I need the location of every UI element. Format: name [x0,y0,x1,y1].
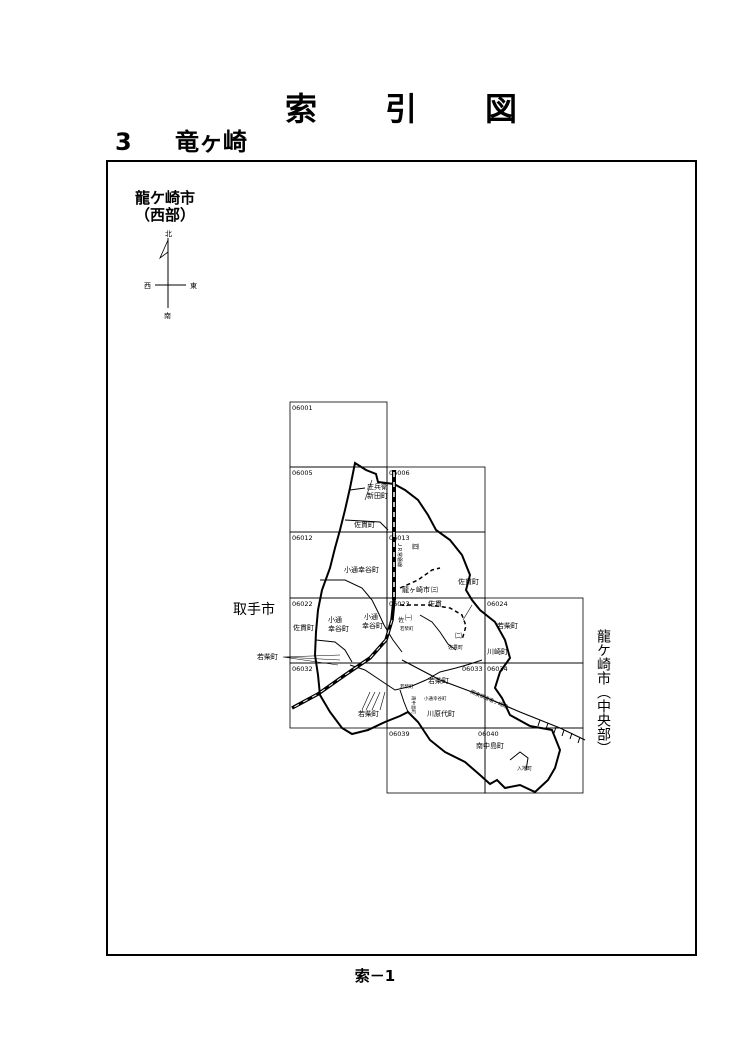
section-number: 3 [115,128,132,156]
city-west-line2: （西部） [135,206,196,224]
city-boundary [313,461,562,794]
label-wakashiba-small: 若柴町 [400,625,414,632]
section-name: 竜ヶ崎 [175,128,247,156]
compass-south: 南 [164,311,171,320]
sheet-06040 [484,727,584,794]
label-minaminakajima: 南中島町 [476,741,504,750]
label-toride: 取手市 [233,601,275,618]
code-06022: 06022 [292,600,313,608]
label-sanuki-small: 佐 [398,616,404,624]
label-kawasaki: 川崎町 [487,647,508,656]
map-frame [106,160,697,956]
code-06005: 06005 [292,469,313,477]
north-arrow-icon [159,239,169,260]
label-ryugasaki-central: 龍ケ崎市（中央部） [595,628,611,755]
code-06023: 06023 [389,600,410,608]
label-wakashiba-center: 若柴町 [428,676,449,685]
label-sanuki-center: 佐貫 [428,599,442,608]
code-06039: 06039 [389,730,410,738]
dashed-boundary [399,567,467,641]
title-char-2: 引 [385,90,420,128]
label-kodoori-left1: 小通 [328,615,342,624]
compass-north: 北 [165,230,172,238]
label-kodoori-small: 小通幸谷町 [424,695,447,702]
label-wakashiba-bottom: 若柴町 [358,709,379,718]
label-wakashiba-right: 若柴町 [497,621,518,630]
label-kawaradai: 川原代町 [427,709,455,718]
city-west-label: 龍ケ崎市 （西部） [135,190,195,224]
label-sanuki-west: 佐貫町 [293,623,314,632]
code-06034: 06034 [487,665,508,673]
label-sanuki-north: 佐貫町 [354,520,375,529]
code-06006: 06006 [389,469,410,477]
code-06032: 06032 [292,665,313,673]
label-kodoori-mid2: 幸谷町 [362,621,383,630]
label-kodoori-top: 小通幸谷町 [344,565,379,574]
label-sanuki-east: 佐貫町 [458,577,479,586]
label-ni: ㈡ [455,631,462,640]
city-west-line1: 龍ケ崎市 [135,189,196,207]
code-06012: 06012 [292,534,313,542]
label-ichi: ㈠ [405,613,412,622]
code-06040: 06040 [478,730,499,738]
label-yon: ㈣ [412,542,419,551]
sheet-grid [289,401,584,794]
section-heading: 3 竜ヶ崎 [115,122,247,157]
title-char-1: 索 [285,90,320,128]
label-shobee: 庄兵衛 [367,482,388,491]
code-06001: 06001 [292,404,313,412]
label-shinden: 新田町 [367,491,388,500]
label-wakashiba-left: 若柴町 [257,652,278,661]
compass-west: 西 [144,282,151,290]
label-kodoori-mid1: 小通 [364,612,378,621]
code-06013: 06013 [389,534,410,542]
label-wakashiba-tiny: 若柴町 [400,683,414,690]
page-number: 索－1 [354,967,396,985]
label-minami-nakajima-small: 南中島町 [410,696,417,714]
label-sanuki-bottom: 佐貫町 [448,644,463,651]
label-kodoori-left2: 幸谷町 [328,624,349,633]
label-ryugasaki-station: 龍ヶ崎市 [402,585,430,594]
label-san: ㈢ [431,585,438,594]
jr-line [291,470,396,710]
sheet-codes: 06001 06005 06006 06012 06013 06022 0602… [292,404,508,738]
district-boundaries [315,487,529,771]
place-labels: 庄兵衛 新田町 佐貫町 小通幸谷町 佐貫町 佐貫 佐貫町 小通 幸谷町 小通 幸… [257,482,532,772]
leader-lines [282,479,473,711]
label-jr-line: ＪＲ常磐線 [396,542,403,567]
title-char-3: 図 [485,90,520,128]
kanto-railway-line [401,659,586,744]
compass: 北 南 東 西 [144,230,197,320]
compass-east: 東 [190,281,197,290]
code-06024: 06024 [487,600,508,608]
code-06033: 06033 [462,665,483,673]
label-iriji: 入地町 [517,765,532,772]
